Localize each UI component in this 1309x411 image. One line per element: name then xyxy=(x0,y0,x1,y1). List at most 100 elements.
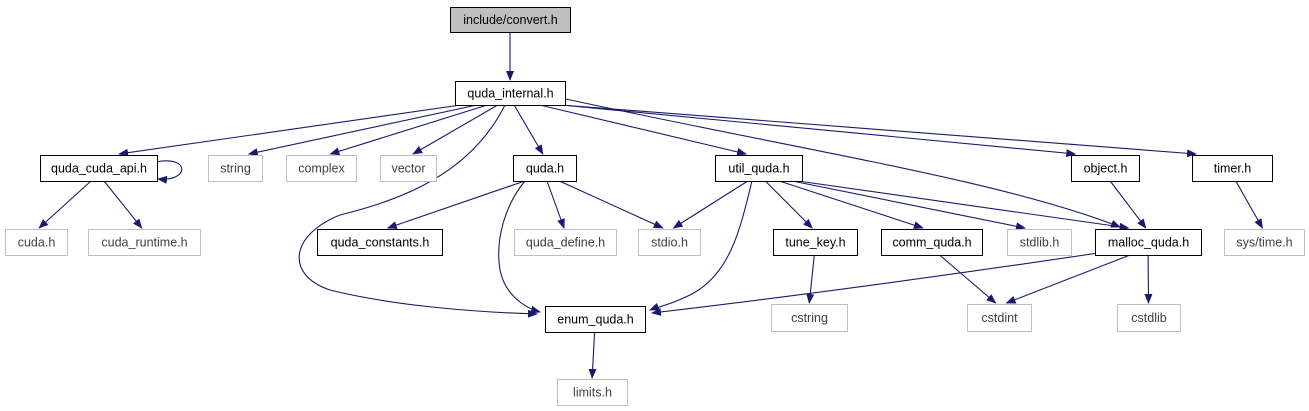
node-label: string xyxy=(220,162,251,176)
node-label: cuda_runtime.h xyxy=(101,236,187,250)
node-box xyxy=(771,304,848,332)
edge-util_quda-to-enum_quda xyxy=(649,180,753,311)
node-box xyxy=(40,155,158,182)
node-label: comm_quda.h xyxy=(892,236,971,250)
edge-enum_quda-to-limits xyxy=(588,331,597,379)
node-label: cuda.h xyxy=(18,236,56,250)
node-label: quda.h xyxy=(526,162,564,176)
nodes-layer: include/convert.h quda_internal.h quda_cud… xyxy=(5,7,1305,406)
node-box xyxy=(1192,155,1273,182)
node-label: timer.h xyxy=(1214,162,1252,176)
node-box xyxy=(208,155,263,182)
node-label: util_quda.h xyxy=(728,162,789,176)
edge-quda_internal-to-string xyxy=(247,104,478,157)
node-box xyxy=(881,229,983,256)
node-box xyxy=(450,7,571,33)
node-box xyxy=(967,304,1032,332)
edge-malloc_quda-to-enum_quda xyxy=(651,251,1106,316)
node-timer[interactable]: timer.h xyxy=(1192,155,1273,182)
node-label: vector xyxy=(391,162,425,176)
node-systime: sys/time.h xyxy=(1224,229,1305,256)
node-string: string xyxy=(208,155,263,182)
node-label: cstdint xyxy=(981,311,1018,325)
node-box xyxy=(5,229,68,256)
node-util-quda[interactable]: util_quda.h xyxy=(715,155,803,182)
edge-timer-to-systime xyxy=(1235,180,1263,229)
node-label: enum_quda.h xyxy=(557,313,634,327)
edge-quda_internal-to-malloc_quda xyxy=(565,98,1121,228)
edge-quda_internal-to-timer xyxy=(560,104,1197,158)
node-label: quda_internal.h xyxy=(467,87,553,101)
node-box xyxy=(1007,229,1072,256)
node-box xyxy=(380,155,437,182)
node-cuda-runtime: cuda_runtime.h xyxy=(88,229,201,256)
edge-quda_internal-to-quda_cuda_api xyxy=(118,104,461,157)
node-box xyxy=(773,229,858,256)
node-box xyxy=(317,229,443,256)
node-limits: limits.h xyxy=(557,379,628,406)
node-label: quda_constants.h xyxy=(331,236,430,250)
edge-quda_internal-to-quda xyxy=(513,104,544,155)
edge-quda-to-stdio xyxy=(559,180,664,229)
edge-util_quda-to-comm_quda xyxy=(779,180,924,230)
edge-quda_cuda_api-to-cuda_runtime xyxy=(103,180,143,229)
node-box xyxy=(557,379,628,406)
edge-quda-to-enum_quda xyxy=(498,180,541,314)
node-box xyxy=(545,306,646,333)
node-complex: complex xyxy=(286,155,357,182)
node-box xyxy=(455,81,566,106)
edge-quda_cuda_api-to-cuda xyxy=(38,180,92,229)
edge-tune_key-to-cstring xyxy=(806,254,815,304)
edge-object-to-malloc_quda xyxy=(1109,180,1147,229)
node-label: sys/time.h xyxy=(1236,236,1292,250)
node-label: limits.h xyxy=(573,386,612,400)
node-box xyxy=(1117,304,1181,332)
node-cstdint: cstdint xyxy=(967,304,1032,332)
edge-quda-to-quda_constants xyxy=(386,180,525,229)
node-cuda: cuda.h xyxy=(5,229,68,256)
node-label: cstdlib xyxy=(1131,311,1166,325)
node-quda-constants[interactable]: quda_constants.h xyxy=(317,229,443,256)
node-label: cstring xyxy=(791,311,828,325)
edge-util_quda-to-stdlib xyxy=(792,180,1026,231)
node-vector: vector xyxy=(380,155,437,182)
edge-quda-to-quda_define xyxy=(546,180,565,229)
node-label: stdio.h xyxy=(651,236,688,250)
node-label: include/convert.h xyxy=(463,13,558,27)
edge-quda_internal-to-enum_quda xyxy=(298,104,538,318)
node-enum-quda[interactable]: enum_quda.h xyxy=(545,306,646,333)
node-box xyxy=(513,155,577,182)
edge-util_quda-to-tune_key xyxy=(764,180,813,229)
node-box xyxy=(1224,229,1305,256)
node-quda[interactable]: quda.h xyxy=(513,155,577,182)
node-box xyxy=(1095,229,1202,256)
edge-util_quda-to-malloc_quda xyxy=(797,180,1130,231)
node-label: tune_key.h xyxy=(785,236,845,250)
node-quda-internal[interactable]: quda_internal.h xyxy=(455,81,566,106)
node-stdio: stdio.h xyxy=(638,229,701,256)
node-box xyxy=(638,229,701,256)
node-quda-define: quda_define.h xyxy=(514,229,617,256)
node-quda-cuda-api[interactable]: quda_cuda_api.h xyxy=(40,155,158,182)
node-stdlib: stdlib.h xyxy=(1007,229,1072,256)
edge-malloc_quda-to-cstdint xyxy=(1005,254,1131,304)
node-box xyxy=(286,155,357,182)
node-convert[interactable]: include/convert.h xyxy=(450,7,571,33)
node-label: object.h xyxy=(1084,162,1128,176)
node-malloc-quda[interactable]: malloc_quda.h xyxy=(1095,229,1202,256)
edge-quda_cuda_api-to-quda_cuda_api xyxy=(155,160,183,184)
node-object[interactable]: object.h xyxy=(1071,155,1140,182)
edges-layer xyxy=(38,32,1263,379)
edge-quda_internal-to-vector xyxy=(412,104,499,155)
node-label: complex xyxy=(298,162,345,176)
node-box xyxy=(715,155,803,182)
node-cstring: cstring xyxy=(771,304,848,332)
node-comm-quda[interactable]: comm_quda.h xyxy=(881,229,983,256)
node-tune-key[interactable]: tune_key.h xyxy=(773,229,858,256)
node-box xyxy=(514,229,617,256)
edge-quda_internal-to-util_quda xyxy=(539,104,748,156)
edge-quda_internal-to-complex xyxy=(329,104,488,156)
edge-util_quda-to-stdio xyxy=(672,180,749,229)
node-label: malloc_quda.h xyxy=(1108,236,1189,250)
